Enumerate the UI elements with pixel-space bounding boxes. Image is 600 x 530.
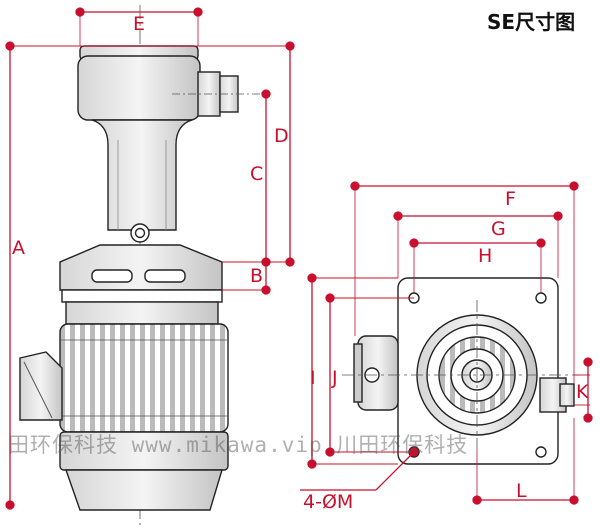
dim-label-e: E <box>133 13 145 35</box>
dim-label-a: A <box>12 237 25 259</box>
dim-label-j: J <box>331 367 338 389</box>
right-dimension-lines <box>300 181 593 505</box>
dim-label-g: G <box>491 218 506 240</box>
left-dimension-lines <box>5 7 295 510</box>
dim-label-d: D <box>274 125 289 147</box>
dim-label-k: K <box>576 381 589 403</box>
dim-label-h: H <box>478 245 492 267</box>
dim-label-i: I <box>310 367 316 389</box>
dim-label-b: B <box>250 265 263 287</box>
pump-side-view <box>19 5 262 525</box>
drawing-title: SE尺寸图 <box>487 10 576 34</box>
dim-label-c: C <box>250 163 263 185</box>
pump-plan-view <box>342 277 580 465</box>
watermark: 田环保科技 www.mikawa.vip 川田环保科技 <box>8 433 469 457</box>
dim-label-m: 4-ØM <box>303 491 353 513</box>
dimension-labels: E A D C B F G H I J K L 4-ØM <box>12 13 589 513</box>
dim-label-l: L <box>516 480 527 502</box>
dim-label-f: F <box>505 188 516 210</box>
